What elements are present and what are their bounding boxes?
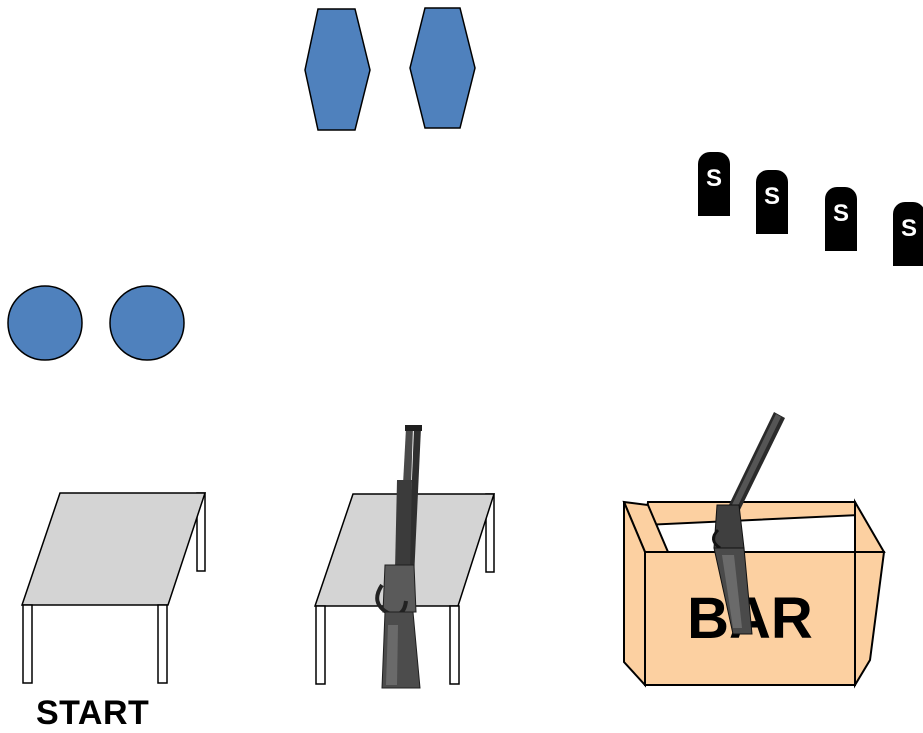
steel-target-2-label: S <box>764 183 780 210</box>
barrel-box: BAR <box>624 502 884 685</box>
steel-target-4-label: S <box>901 215 917 242</box>
round-target-2 <box>110 286 184 360</box>
start-label: START <box>36 694 149 733</box>
steel-target-1: S <box>698 152 730 216</box>
steel-target-3-label: S <box>833 200 849 227</box>
start-table <box>22 493 205 683</box>
steel-target-3: S <box>825 187 857 251</box>
steel-target-1-label: S <box>706 165 722 192</box>
round-target-1 <box>8 286 82 360</box>
steel-target-4: S <box>893 202 923 266</box>
hexagon-target-1 <box>305 9 370 130</box>
hexagon-target-2 <box>410 8 475 128</box>
steel-target-2: S <box>756 170 788 234</box>
